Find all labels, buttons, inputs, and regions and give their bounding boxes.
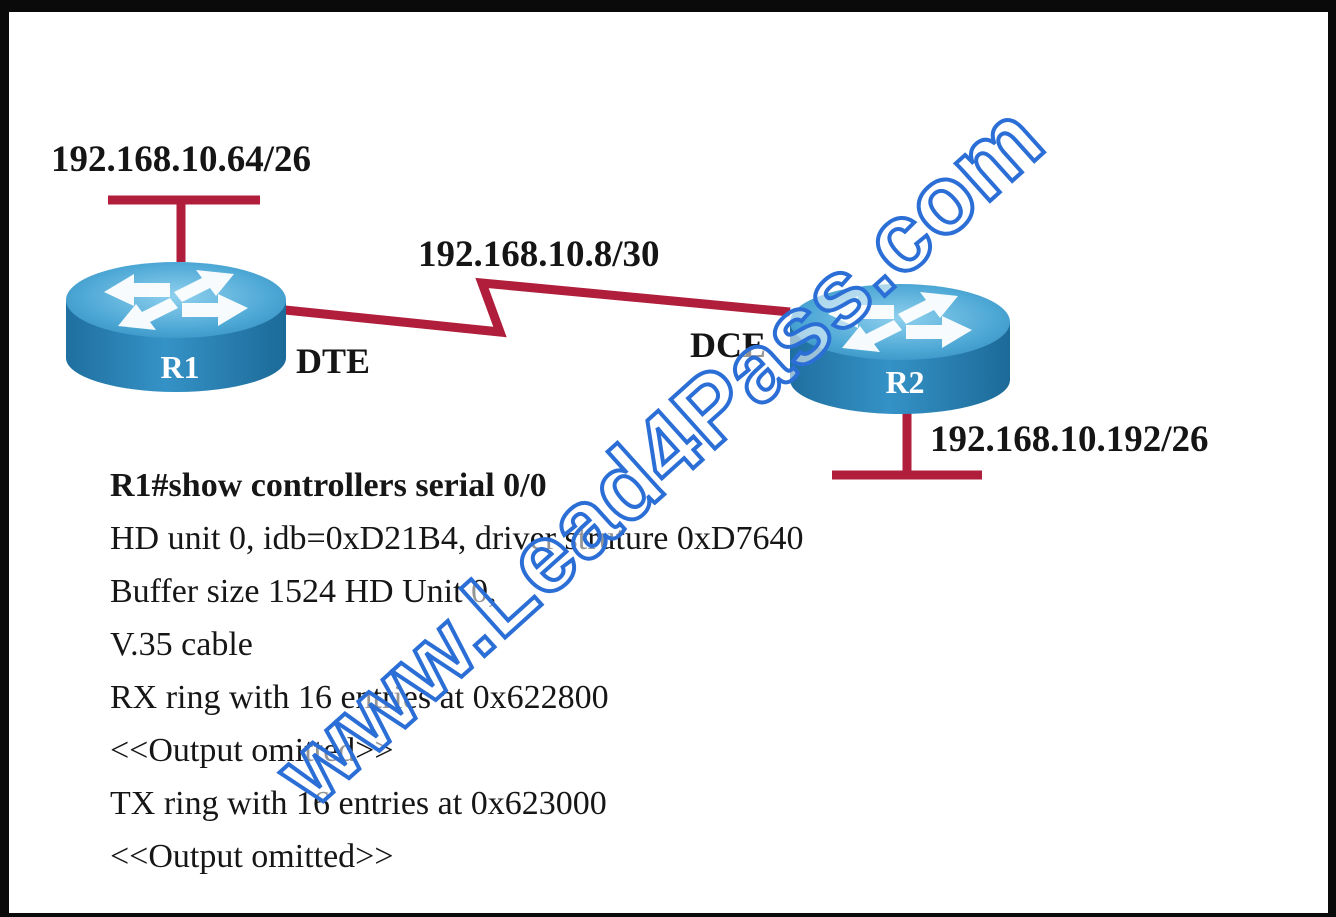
cli-output-line: TX ring with 16 entries at 0x623000 [110, 785, 607, 822]
router-r1-icon [66, 262, 286, 392]
r2-dce-label: DCE [690, 325, 767, 365]
serial-link-network-label: 192.168.10.8/30 [418, 234, 660, 275]
serial-link [284, 277, 791, 338]
router-r1-label: R1 [160, 349, 199, 385]
cli-output-line: Buffer size 1524 HD Unit 0, [110, 573, 497, 610]
cli-output-line: V.35 cable [110, 626, 253, 663]
r1-lan-network-label: 192.168.10.64/26 [51, 139, 312, 180]
r1-lan-segment [108, 195, 260, 262]
r1-dte-label: DTE [296, 341, 371, 381]
cli-output-line: <<Output omitted>> [110, 838, 394, 875]
cli-output-line: RX ring with 16 entries at 0x622800 [110, 679, 609, 716]
cli-output-line: HD unit 0, idb=0xD21B4, driver struture … [110, 520, 804, 557]
r2-lan-network-label: 192.168.10.192/26 [930, 419, 1209, 460]
router-r2-label: R2 [885, 364, 924, 400]
router-r2-icon [790, 284, 1010, 414]
cli-output-line: <<Output omitted>> [110, 732, 394, 769]
cli-output: R1#show controllers serial 0/0 HD unit 0… [110, 459, 803, 883]
cli-command: R1#show controllers serial 0/0 [110, 467, 547, 504]
